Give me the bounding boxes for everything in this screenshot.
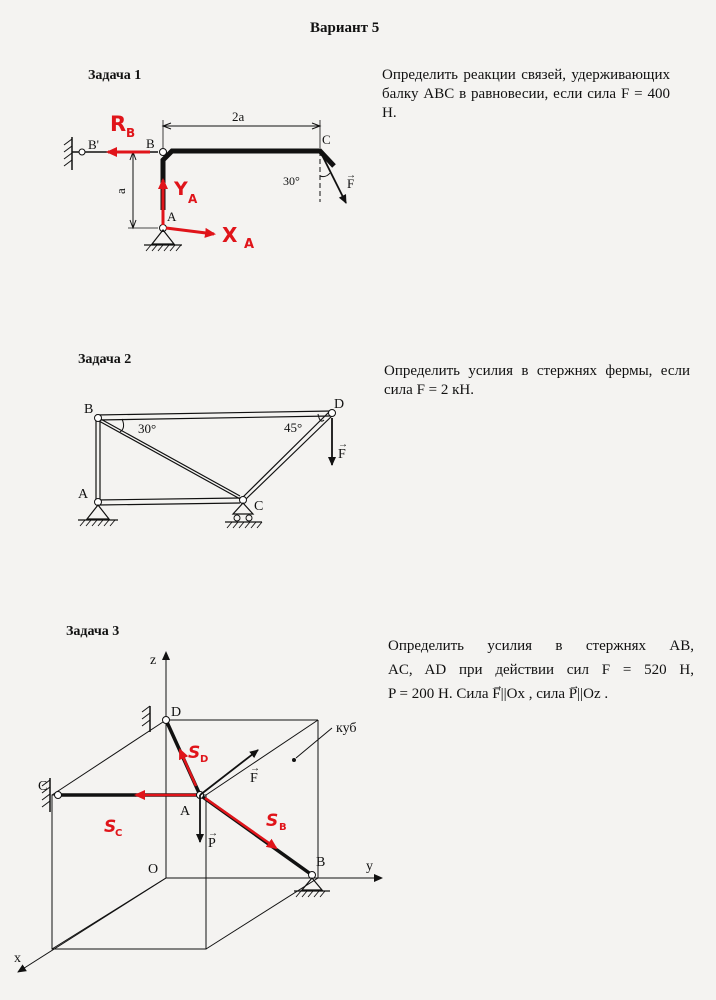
task3-text-line3a: P = 200 Н. Сила — [388, 686, 493, 702]
cube-marker — [292, 758, 296, 762]
label-a2: A — [78, 487, 89, 502]
label-force-f: F — [347, 176, 354, 191]
hinge-b — [159, 148, 167, 156]
label-b-prime: B' — [88, 137, 99, 152]
hand-xa: X — [222, 223, 238, 247]
joint-b — [94, 414, 102, 422]
label-d2: D — [334, 397, 344, 412]
hand-ya: Y — [173, 178, 188, 200]
hatching — [63, 138, 73, 167]
task3-text-vec-F: →F — [492, 680, 503, 706]
task1-text: Определить реакции связей, удерживающих … — [382, 67, 670, 121]
force-f3 — [199, 749, 259, 796]
vector-arrow-icon: → — [346, 170, 356, 181]
pin-support-a2 — [85, 504, 111, 520]
vector-arrow-icon: → — [250, 763, 260, 774]
task3-text-vec-P: →P — [568, 680, 580, 706]
label-z: z — [150, 653, 156, 668]
cube-outline — [51, 719, 319, 950]
hinge-c3 — [54, 791, 62, 799]
vector-arrow-icon: → — [492, 680, 504, 692]
member-bc — [96, 416, 241, 497]
label-o: O — [148, 862, 158, 877]
hand-sb-sub: B — [279, 822, 287, 833]
member-ac — [95, 497, 241, 501]
task2-text: Определить усилия в стержнях фермы, если… — [384, 363, 690, 398]
label-angle-30: 30° — [283, 174, 300, 188]
label-dim-2a: 2a — [232, 109, 245, 124]
red-arrow-sb — [204, 796, 278, 850]
member-bd — [95, 410, 333, 416]
label-c: C — [322, 132, 331, 147]
task3-text-F: F — [492, 686, 501, 702]
angle-arc-45 — [317, 413, 325, 422]
task3-text-line3c: ||Oz . — [577, 686, 609, 702]
label-b3: B — [316, 855, 325, 870]
label-f3: F — [250, 771, 258, 786]
label-b: B — [146, 136, 155, 151]
hand-ya-sub: A — [188, 192, 198, 206]
hinge-b-prime — [78, 148, 86, 156]
axis-x — [17, 877, 167, 973]
red-arrow-sd — [178, 748, 198, 787]
member-cd — [241, 410, 331, 499]
task1-figure: B' B C A 2a a 30° F → R B Y A X A — [63, 109, 356, 252]
hand-rb-sub: B — [126, 126, 135, 140]
task3-figure: z D куб C A F → P → O B y x S D S C S B — [14, 651, 383, 973]
task3-text-line2: AC, AD при действии сил F = 520 Н, — [388, 662, 694, 678]
vector-arrow-icon: → — [338, 439, 348, 450]
pin-support-b3 — [300, 877, 324, 891]
label-dim-a: a — [113, 188, 128, 194]
beam-abc — [160, 148, 336, 210]
task1-title: Задача 1 — [88, 68, 142, 83]
angle-arc-30 — [119, 418, 125, 433]
hinge-d3 — [162, 716, 170, 724]
hand-sd: S — [188, 743, 200, 763]
label-a3: A — [180, 804, 191, 819]
label-d3: D — [171, 705, 181, 720]
hand-sc-sub: C — [115, 828, 122, 839]
label-cube: куб — [336, 721, 357, 736]
vector-arrow-icon: → — [208, 828, 218, 839]
label-x: x — [14, 951, 21, 966]
label-angle-45: 45° — [284, 420, 302, 435]
task3-text: Определить усилия в стержнях AB, AC, AD … — [388, 634, 694, 706]
label-y: y — [366, 859, 373, 874]
red-arrow-xa — [165, 226, 216, 238]
task2-title: Задача 2 — [78, 352, 132, 367]
task3-title: Задача 3 — [66, 624, 120, 639]
label-c2: C — [254, 499, 263, 514]
hand-sd-sub: D — [200, 754, 208, 765]
hand-sb: S — [266, 811, 278, 831]
roller-support-c — [231, 502, 255, 515]
task3-text-line3b: ||Ox , сила — [500, 686, 569, 702]
force-f — [319, 150, 347, 204]
label-a: A — [167, 209, 177, 224]
hand-xa-sub: A — [244, 237, 254, 252]
vector-arrow-icon: → — [568, 680, 580, 692]
label-p3: P — [208, 836, 216, 851]
label-c3: C — [38, 779, 47, 794]
label-force-f2: F — [338, 447, 346, 462]
angle-arc — [319, 172, 331, 178]
label-angle-30-2: 30° — [138, 421, 156, 436]
task3-text-line3: P = 200 Н. Сила →F||Ox , сила →P||Oz . — [388, 680, 694, 706]
task3-text-P: P — [568, 686, 578, 702]
hand-rb: R — [110, 112, 126, 136]
hand-sc: S — [104, 817, 116, 837]
task2-figure: B D A C 30° 45° F → — [78, 397, 348, 529]
variant-title: Вариант 5 — [310, 20, 380, 36]
label-b2: B — [84, 402, 93, 417]
pin-support-a — [150, 229, 176, 245]
joint-d — [328, 409, 336, 417]
task3-text-line1: Определить усилия в стержнях AB, — [388, 638, 694, 654]
